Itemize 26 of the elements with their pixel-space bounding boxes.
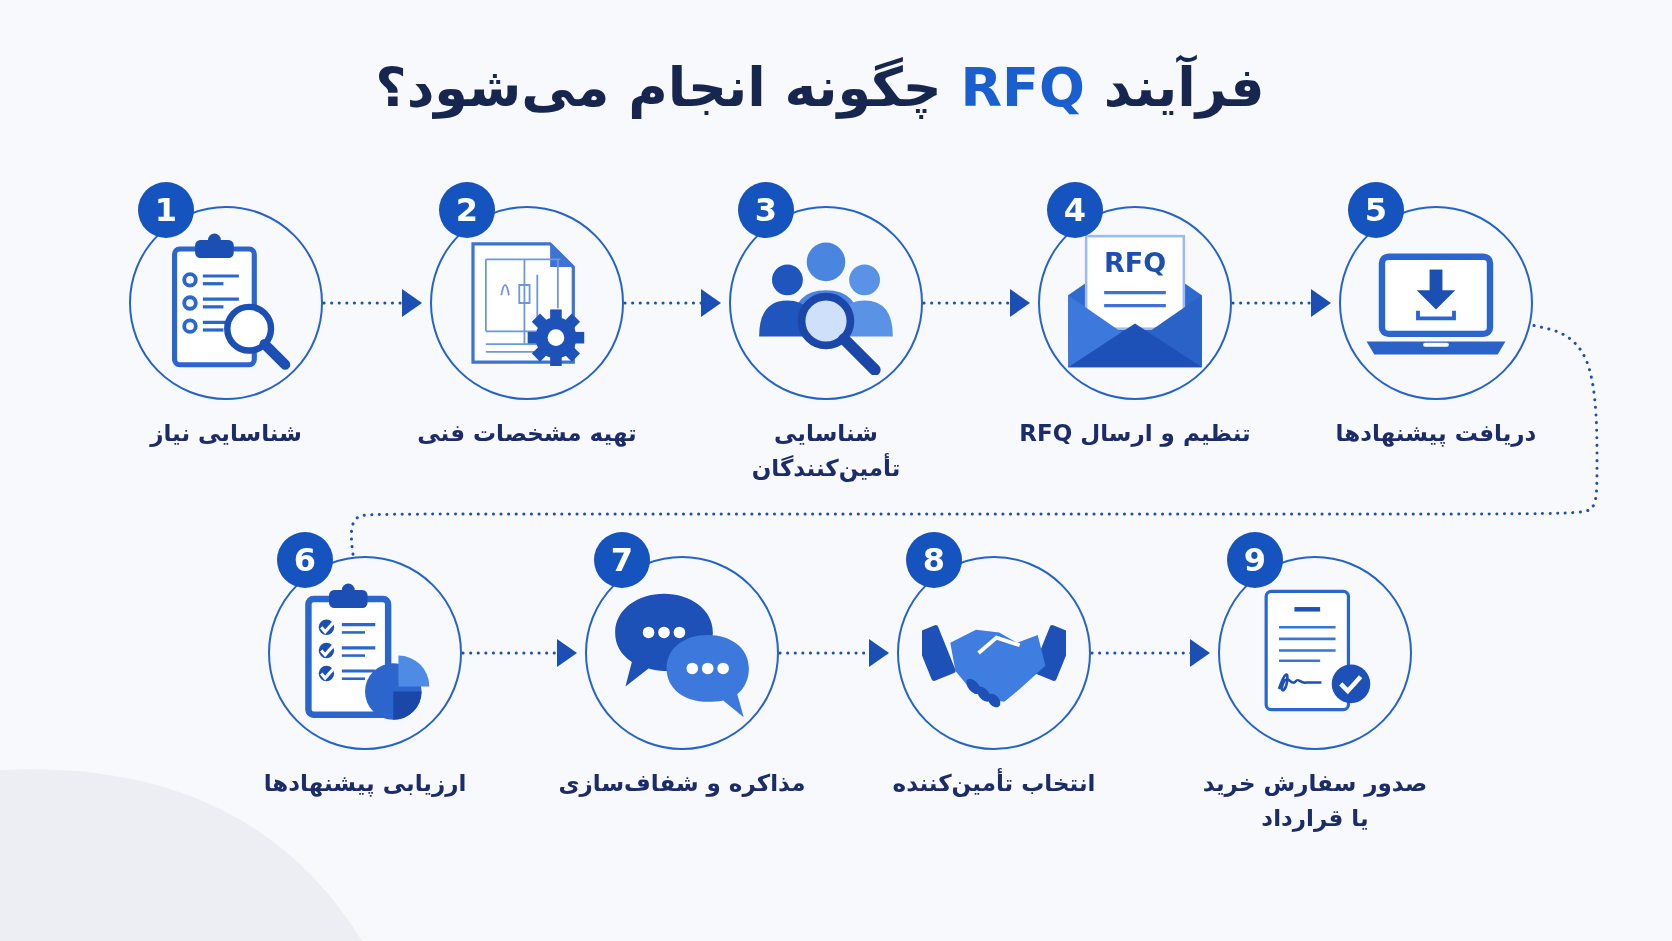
dotted-arrow (1090, 639, 1212, 667)
step-number-badge: 2 (439, 182, 495, 238)
dotted-arrow (922, 289, 1032, 317)
step-label: تنظیم و ارسال RFQ (1019, 419, 1251, 449)
step-number-badge: 8 (906, 532, 962, 588)
step-label: انتخاب تأمین‌کننده (892, 767, 1096, 799)
step-label: مذاکره و شفاف‌سازی (558, 769, 806, 799)
step-number-badge: 4 (1047, 182, 1103, 238)
step-number-badge: 7 (594, 532, 650, 588)
dotted-arrow (322, 289, 424, 317)
dotted-arrow (623, 289, 723, 317)
step-label: دریافت پیشنهادها (1335, 419, 1537, 449)
step-label: شناسایی تأمین‌کنندگان (750, 419, 902, 484)
dotted-arrow (778, 639, 891, 667)
step-number-badge: 3 (738, 182, 794, 238)
step-number-badge: 9 (1227, 532, 1283, 588)
step-label: تهیه مشخصات فنی (417, 419, 637, 449)
dotted-arrow (461, 639, 579, 667)
step-label: شناسایی نیاز (150, 419, 302, 449)
step-label: صدور سفارش خرید یا قرارداد (1201, 769, 1429, 834)
letter-title: RFQ (1103, 248, 1167, 278)
step-number-badge: 1 (138, 182, 194, 238)
dotted-arrow (1231, 289, 1333, 317)
step-number-badge: 5 (1348, 182, 1404, 238)
step-label: ارزیابی پیشنهادها (263, 769, 467, 799)
step-number-badge: 6 (277, 532, 333, 588)
